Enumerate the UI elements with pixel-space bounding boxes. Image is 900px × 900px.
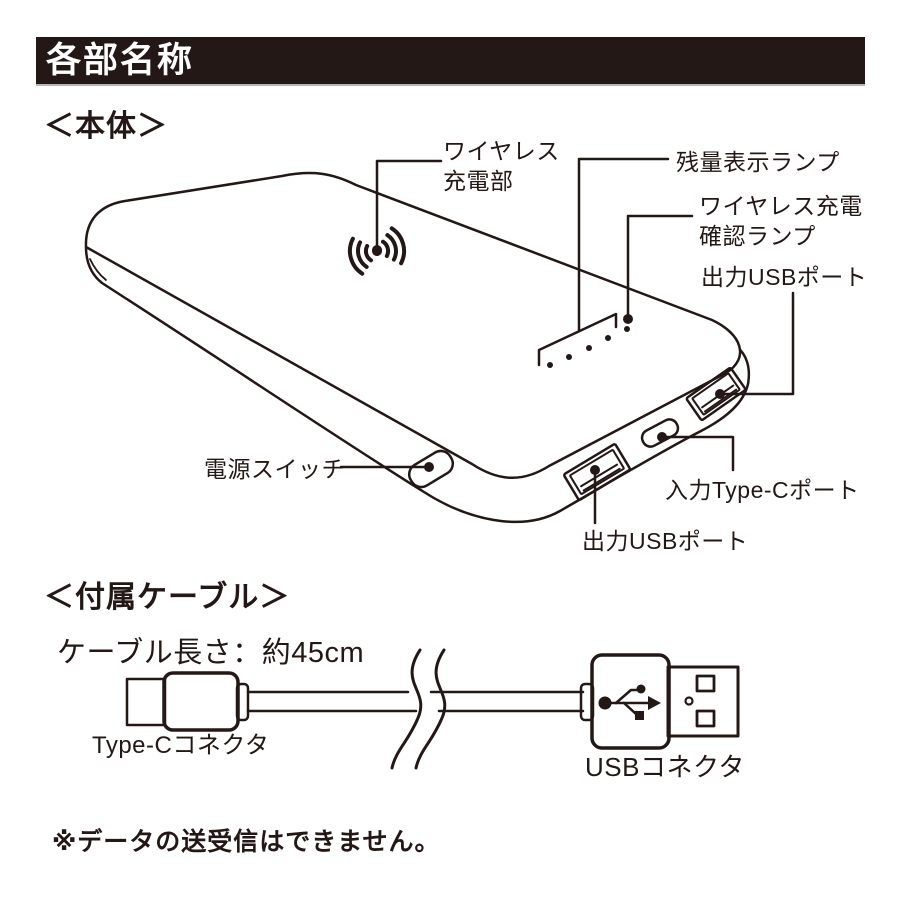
- page-title: 各部名称: [46, 41, 195, 80]
- leader-dot-wireless-part: [372, 245, 382, 255]
- label-input-typec-port: 入力Type-Cポート: [665, 477, 860, 503]
- led-dot: [605, 335, 611, 341]
- cable-illustration: [125, 648, 740, 770]
- cable-break-mark: [390, 648, 447, 770]
- body-section-heading: ＜本体＞: [44, 110, 168, 143]
- power-bank-illustration: [84, 171, 751, 524]
- battery-level-leds: [547, 326, 630, 368]
- power-switch-button: [407, 449, 455, 489]
- leader-wireless-confirm: [626, 214, 694, 317]
- device-top-face: [84, 171, 742, 479]
- leader-dot-usb-out-top: [715, 389, 725, 399]
- leader-lines: [339, 157, 795, 525]
- typec-plug-tip: [125, 677, 167, 727]
- usb-plug-metal: [666, 665, 740, 738]
- typec-plug-body: [162, 671, 240, 732]
- leader-usb-out-top: [723, 291, 795, 396]
- label-battery-level-lamp: 残量表示ランプ: [676, 149, 840, 175]
- label-wireless-charging-part: ワイヤレス 充電部: [443, 138, 560, 195]
- usb-port-bottom: [563, 443, 631, 501]
- cable-length-text: ケーブル長さ：約45cm: [57, 637, 365, 669]
- usb-logo-icon: [598, 684, 661, 720]
- label-typec-connector: Type-Cコネクタ: [92, 732, 270, 759]
- leader-dot-usb-out-bottom: [590, 465, 600, 475]
- device-corner-detail: [89, 258, 107, 281]
- cable-section-heading: ＜付属ケーブル＞: [44, 581, 291, 614]
- led-dot: [586, 345, 592, 351]
- label-output-usb-port-bottom: 出力USBポート: [582, 528, 749, 554]
- leader-wireless-part: [375, 159, 443, 248]
- wireless-confirm-led: [624, 326, 630, 332]
- label-wireless-charging-confirm-lamp: ワイヤレス充電 確認ランプ: [699, 193, 863, 250]
- leader-dot-wireless-confirm: [623, 314, 633, 324]
- leader-dot-power-switch: [424, 462, 434, 472]
- typec-plug-collar: [235, 682, 250, 722]
- leader-battery-lamp: [577, 157, 670, 332]
- led-dot: [566, 354, 572, 360]
- label-output-usb-port-top: 出力USBポート: [701, 264, 868, 290]
- data-transfer-note: ※データの送受信はできません。: [52, 828, 441, 856]
- led-bracket: [537, 312, 618, 367]
- label-power-switch: 電源スイッチ: [204, 456, 345, 482]
- cable-line: [246, 690, 585, 713]
- leader-dot-typec-in: [657, 432, 667, 442]
- usb-plug-holes: [684, 674, 716, 728]
- section-header-bar: 各部名称: [36, 37, 865, 86]
- led-dot: [547, 362, 553, 368]
- leader-typec-in: [664, 435, 735, 472]
- label-usb-connector: USBコネクタ: [585, 752, 745, 782]
